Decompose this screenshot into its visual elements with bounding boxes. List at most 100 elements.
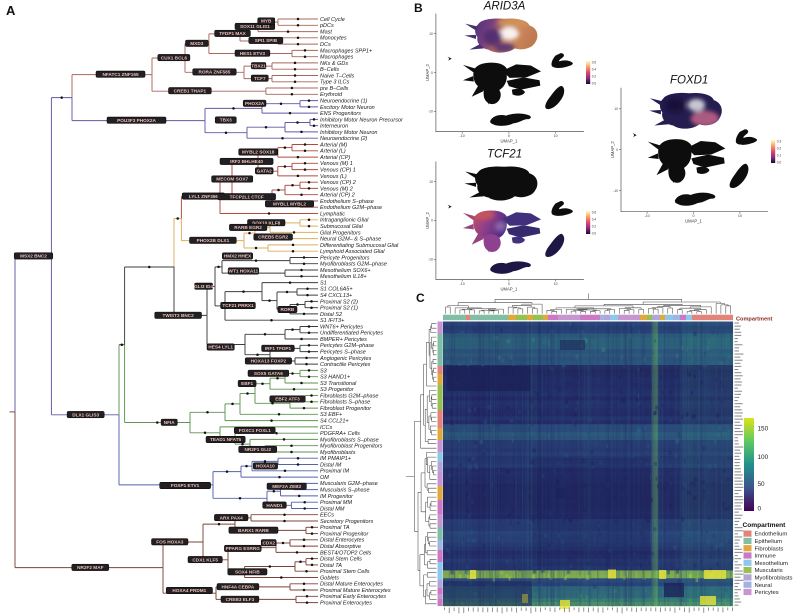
svg-text:NFATC1 ZNF165: NFATC1 ZNF165 xyxy=(102,72,139,77)
svg-text:Neural: Neural xyxy=(755,583,772,589)
svg-text:Contractile Pericytes: Contractile Pericytes xyxy=(320,362,371,368)
svg-text:Monocytes: Monocytes xyxy=(320,36,347,42)
svg-text:IM PMAIP1+: IM PMAIP1+ xyxy=(320,456,352,462)
svg-text:B–Cells: B–Cells xyxy=(320,67,339,73)
svg-text:Lymphoid Associated Glial: Lymphoid Associated Glial xyxy=(320,249,385,255)
svg-text:HNF4A CEBPA: HNF4A CEBPA xyxy=(221,585,254,590)
svg-text:Proximal TA: Proximal TA xyxy=(320,525,350,531)
svg-text:0: 0 xyxy=(508,134,510,138)
svg-text:EBF1: EBF1 xyxy=(241,381,253,386)
svg-text:MXD3: MXD3 xyxy=(190,41,203,46)
svg-text:Venous (CP) 2: Venous (CP) 2 xyxy=(320,180,356,186)
svg-text:0.2: 0.2 xyxy=(592,75,597,79)
svg-text:GLI3 ID4: GLI3 ID4 xyxy=(194,284,213,289)
svg-text:BARX1 RARB: BARX1 RARB xyxy=(238,528,269,533)
svg-text:S3 Progenitor: S3 Progenitor xyxy=(320,387,355,393)
svg-text:SOX5 GATA6: SOX5 GATA6 xyxy=(254,371,283,376)
svg-text:Myofibroblasts G2M–phase: Myofibroblasts G2M–phase xyxy=(320,262,387,268)
svg-text:Endothelium S–phase: Endothelium S–phase xyxy=(320,199,374,205)
svg-text:NR2F1 GLI2: NR2F1 GLI2 xyxy=(245,447,272,452)
svg-text:Venous (M) 2: Venous (M) 2 xyxy=(320,186,353,192)
svg-text:S3 Transitional: S3 Transitional xyxy=(320,381,357,387)
svg-text:HOXA10: HOXA10 xyxy=(256,464,275,469)
svg-text:Mesothelium: Mesothelium xyxy=(755,561,788,567)
svg-text:Arterial (CP) 2: Arterial (CP) 2 xyxy=(319,193,355,199)
svg-text:MYBL1 MYBL2: MYBL1 MYBL2 xyxy=(273,201,306,206)
svg-text:Distal Enterocytes: Distal Enterocytes xyxy=(320,538,365,544)
svg-text:Venous (M) 1: Venous (M) 1 xyxy=(320,161,353,167)
svg-text:Distal IM: Distal IM xyxy=(320,462,342,468)
svg-text:MSX2 BNC2: MSX2 BNC2 xyxy=(20,254,47,259)
svg-text:TEAD1 NFAT5: TEAD1 NFAT5 xyxy=(210,437,242,442)
svg-text:MECOM SOX7: MECOM SOX7 xyxy=(216,177,248,182)
svg-text:S4 CCL21+: S4 CCL21+ xyxy=(320,419,349,425)
svg-text:Differentiating Submucosal Gli: Differentiating Submucosal Glial xyxy=(320,243,399,249)
svg-text:TCF7: TCF7 xyxy=(254,76,266,81)
svg-text:CUX1 BCL6: CUX1 BCL6 xyxy=(161,55,187,60)
svg-text:Distal TA: Distal TA xyxy=(320,563,342,569)
svg-text:Lymphatic: Lymphatic xyxy=(320,211,345,217)
svg-text:0: 0 xyxy=(616,148,618,152)
svg-text:Undifferentiated Pericytes: Undifferentiated Pericytes xyxy=(320,331,383,337)
svg-text:Cell Cycle: Cell Cycle xyxy=(320,17,345,23)
svg-text:MYB: MYB xyxy=(261,19,272,24)
svg-text:10: 10 xyxy=(554,282,558,286)
svg-text:0: 0 xyxy=(693,214,695,218)
svg-text:B: B xyxy=(414,1,423,15)
svg-text:HAND1: HAND1 xyxy=(266,503,283,508)
svg-text:0.2: 0.2 xyxy=(592,225,597,229)
svg-text:UMAP_2: UMAP_2 xyxy=(425,64,430,81)
svg-text:CREB5 EGR2: CREB5 EGR2 xyxy=(258,235,288,240)
svg-text:-10: -10 xyxy=(613,189,618,193)
svg-text:HES4 LYL1: HES4 LYL1 xyxy=(208,345,233,350)
svg-text:100: 100 xyxy=(758,454,769,461)
svg-text:0.6: 0.6 xyxy=(592,211,597,215)
svg-text:BMPER+ Pericytes: BMPER+ Pericytes xyxy=(320,337,367,343)
svg-text:OM: OM xyxy=(320,475,329,481)
svg-text:Distal Absorptive: Distal Absorptive xyxy=(320,544,361,550)
svg-text:TFDP1 MAX: TFDP1 MAX xyxy=(219,31,246,36)
svg-text:Macrophages: Macrophages xyxy=(320,55,354,61)
svg-text:NKs & GDs: NKs & GDs xyxy=(320,61,348,67)
svg-text:Goblets: Goblets xyxy=(320,575,339,581)
svg-text:S1: S1 xyxy=(320,280,327,286)
svg-text:SOX11 GLIS1: SOX11 GLIS1 xyxy=(240,24,270,29)
svg-text:Intraganglionic Glial: Intraganglionic Glial xyxy=(320,218,369,224)
svg-text:0.0: 0.0 xyxy=(777,161,782,165)
svg-text:Immune: Immune xyxy=(755,554,777,560)
svg-text:ARX PAX4: ARX PAX4 xyxy=(220,515,243,520)
svg-text:S1 COL6A5+: S1 COL6A5+ xyxy=(320,287,353,293)
svg-text:0.0: 0.0 xyxy=(592,82,597,86)
svg-text:Pericyte Progenitors: Pericyte Progenitors xyxy=(320,255,370,261)
svg-text:Distal S2: Distal S2 xyxy=(320,312,342,318)
svg-text:pDCs: pDCs xyxy=(319,23,334,29)
svg-text:Glial Progenitors: Glial Progenitors xyxy=(320,230,361,236)
svg-text:IM Progenitor: IM Progenitor xyxy=(320,494,354,500)
svg-text:0.2: 0.2 xyxy=(777,147,782,151)
svg-text:Pericytes G2M–phase: Pericytes G2M–phase xyxy=(320,343,374,349)
svg-text:Inhibitory Motor Neuron Precur: Inhibitory Motor Neuron Precursor xyxy=(320,117,404,123)
svg-text:-10: -10 xyxy=(644,214,649,218)
svg-text:EBF2 ATF3: EBF2 ATF3 xyxy=(275,397,300,402)
svg-text:0.4: 0.4 xyxy=(592,218,597,222)
svg-text:Proximal S2 (2): Proximal S2 (2) xyxy=(320,299,358,305)
svg-text:Myofibroblasts S–phase: Myofibroblasts S–phase xyxy=(320,437,379,443)
svg-text:DLX1 GLIS3: DLX1 GLIS3 xyxy=(72,412,99,417)
svg-text:EECs: EECs xyxy=(320,513,334,519)
svg-text:Mesothelium SOX6+: Mesothelium SOX6+ xyxy=(320,268,371,274)
svg-text:Macrophages SPP1+: Macrophages SPP1+ xyxy=(320,48,373,54)
svg-text:IRF2 BHLHE40: IRF2 BHLHE40 xyxy=(230,159,263,164)
svg-text:10: 10 xyxy=(738,214,742,218)
svg-text:PHOX2B DLX1: PHOX2B DLX1 xyxy=(197,238,230,243)
svg-text:RORA ZNF585: RORA ZNF585 xyxy=(198,70,230,75)
svg-text:10: 10 xyxy=(614,107,618,111)
svg-text:Distal Mature Enterocytes: Distal Mature Enterocytes xyxy=(320,582,383,588)
svg-text:ARID3A: ARID3A xyxy=(483,1,526,13)
svg-text:BEST4/OTOP2 Cells: BEST4/OTOP2 Cells xyxy=(320,550,371,556)
svg-text:0: 0 xyxy=(758,506,762,513)
svg-text:RARB EGR2: RARB EGR2 xyxy=(234,225,262,230)
svg-text:Erythroid: Erythroid xyxy=(320,92,343,98)
svg-text:0: 0 xyxy=(431,71,433,75)
svg-text:NR2F2 MAF: NR2F2 MAF xyxy=(77,565,103,570)
svg-text:Epithelium: Epithelium xyxy=(755,539,783,545)
